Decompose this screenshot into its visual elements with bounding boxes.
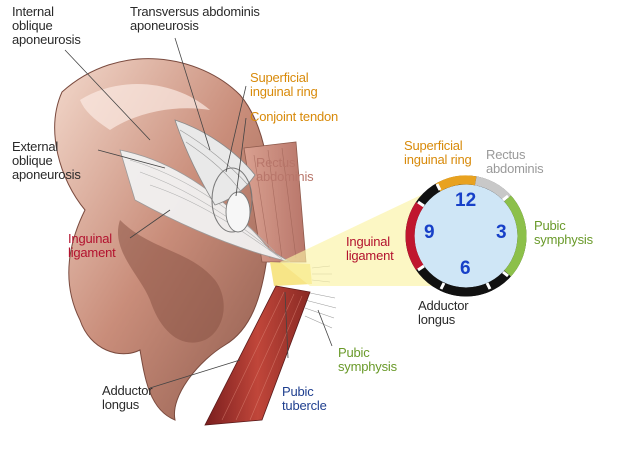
clock-label-inguinal-ligament: Inguinal ligament [346,234,394,263]
arc-red [405,201,424,271]
adductor-longus-muscle [204,285,311,426]
arc-black-bottom [439,282,493,297]
label-transversus-abdominis-aponeurosis: Transversus abdominis aponeurosis [130,4,260,33]
clock-label-adductor-longus: Adductor longus [418,298,469,327]
superficial-ring-loop [211,167,253,233]
clock-label-rectus-abdominis: Rectus abdominis [486,147,544,176]
label-conjoint-tendon: Conjoint tendon [250,109,339,124]
clock-numeral-3: 3 [496,222,507,243]
arc-orange [435,175,477,192]
clock-label-pubic-symphysis: Pubic symphysis [534,218,593,247]
label-rectus-abdominis: Rectus abdominis [256,155,314,184]
external-oblique-aponeurosis [119,149,291,263]
label-pubic-tubercle: Pubic tubercle [282,384,327,413]
clock-numeral-12: 12 [455,190,477,211]
clock-face [414,184,518,288]
bone-shadow [117,220,224,343]
arc-green [504,195,527,277]
bone-highlight [80,83,210,130]
clock-numeral-9: 9 [424,222,435,243]
label-superficial-inguinal-ring: Superficial inguinal ring [250,70,318,99]
label-internal-oblique-aponeurosis: Internal oblique aponeurosis [12,4,81,47]
magnification-beam [280,186,445,286]
label-inguinal-ligament: Inguinal ligament [68,231,116,260]
clock-numeral-6: 6 [460,258,471,279]
clock-label-superficial-inguinal-ring: Superficial inguinal ring [404,138,472,167]
label-external-oblique-aponeurosis: External oblique aponeurosis [12,139,81,182]
label-adductor-longus: Adductor longus [102,383,153,412]
label-pubic-symphysis: Pubic symphysis [338,345,397,374]
clock-diagram [405,175,527,297]
conjoint-loop [225,191,251,233]
